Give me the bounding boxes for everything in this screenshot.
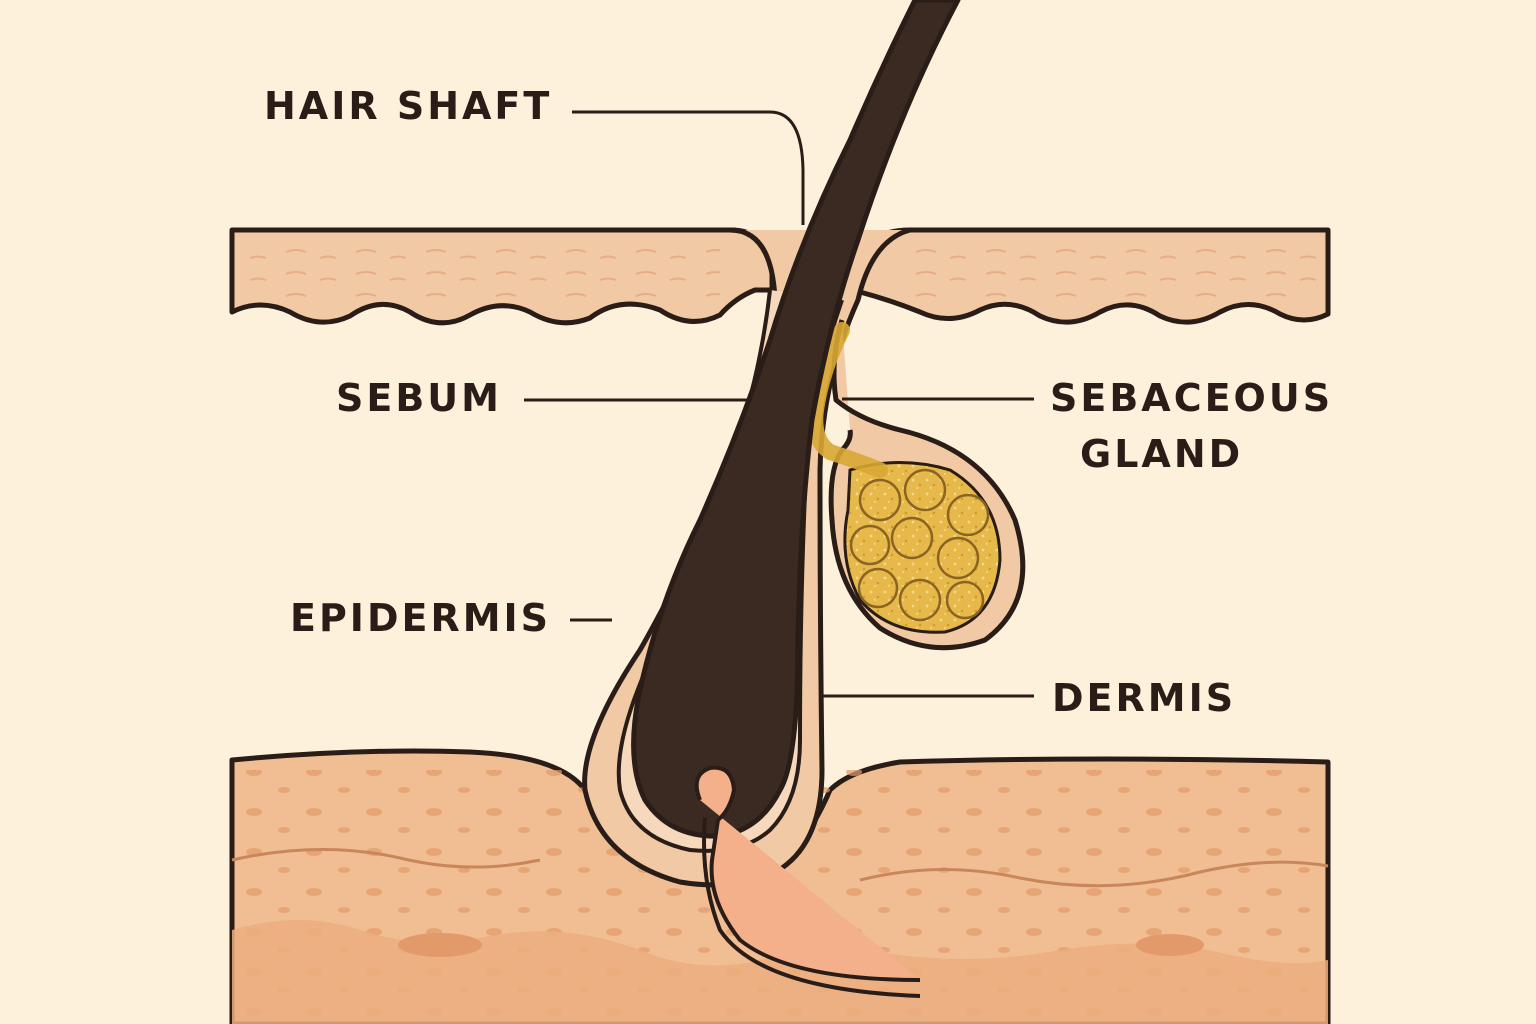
sebum-duct [807, 322, 888, 478]
sebaceous-gland-label-line1: SEBACEOUS [1050, 376, 1334, 420]
sebaceous-gland-label-line2: GLAND [1080, 432, 1244, 476]
hair-shaft-label: HAIR SHAFT [264, 84, 553, 128]
hair-shaft-leader-line [572, 110, 805, 225]
hair-shaft-shape [631, 0, 961, 839]
epidermis-label: EPIDERMIS [290, 596, 552, 640]
gland-lobule-circles [849, 468, 990, 622]
sebum-label: SEBUM [336, 376, 502, 420]
dermis-label: DERMIS [1052, 676, 1237, 720]
sebaceous-gland-lobules [843, 461, 1002, 634]
dermal-papilla [694, 765, 921, 982]
